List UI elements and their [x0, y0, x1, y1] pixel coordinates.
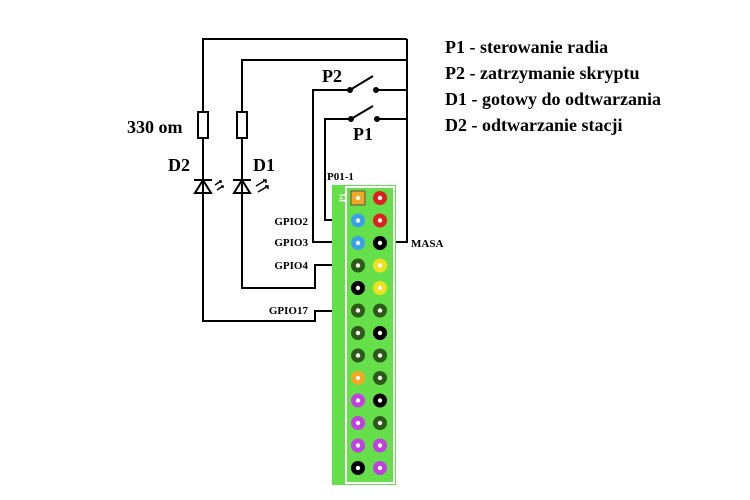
legend-item-p1: P1 - sterowanie radia [445, 37, 608, 57]
header-pin-hole [355, 285, 361, 291]
header-pins [350, 190, 387, 475]
masa-label: MASA [411, 238, 443, 250]
header-pin-hole [355, 420, 361, 426]
header-pin-hole [377, 375, 383, 381]
header-pin-hole [355, 195, 361, 201]
switch-p2-icon [347, 75, 379, 93]
switch-p2-label: P2 [322, 66, 342, 86]
header-pin-hole [355, 375, 361, 381]
gpio2-label: GPIO2 [274, 216, 308, 228]
wire-d2-top [202, 38, 407, 112]
legend-item-d2: D2 - odtwarzanie stacji [445, 115, 622, 135]
resistor-d1 [236, 111, 248, 139]
header-pin-hole [355, 263, 361, 268]
header-pin-hole [377, 285, 383, 291]
gpio-header-border [345, 186, 395, 484]
legend-item-p2: P2 - zatrzymanie skryptu [445, 63, 639, 83]
header-pin-hole [377, 443, 383, 448]
resistor-d2 [197, 111, 209, 139]
gpio17-label: GPIO17 [269, 305, 309, 317]
header-pin-hole [377, 218, 383, 223]
gpio3-label: GPIO3 [274, 237, 308, 249]
header-pin-hole [355, 330, 361, 336]
legend-item-d1: D1 - gotowy do odtwarzania [445, 89, 661, 109]
wire-d2-gpio17 [202, 195, 352, 322]
header-pin-hole [377, 195, 383, 201]
header-pin-hole [355, 308, 361, 313]
resistor-label: 330 om [127, 117, 183, 137]
led-d1-label: D1 [253, 155, 275, 175]
header-pin-hole [377, 465, 383, 471]
switch-p1-icon [348, 105, 380, 122]
led-d1-icon [232, 178, 269, 195]
header-pin-hole [355, 443, 361, 448]
switch-p1-label: P1 [353, 124, 373, 144]
led-d2-label: D2 [168, 155, 190, 175]
header-pin-hole [355, 398, 361, 403]
header-pin-hole [377, 308, 383, 313]
gpio4-label: GPIO4 [274, 260, 308, 272]
wire-d1-gpio4 [241, 195, 352, 289]
legend: P1 - sterowanie radia P2 - zatrzymanie s… [445, 37, 661, 135]
header-pin-hole [355, 465, 361, 471]
header-pin-hole [355, 240, 361, 246]
header-pin-hole [377, 398, 383, 403]
header-pin-hole [377, 240, 383, 246]
pin1-marker: P1 [338, 193, 347, 202]
led-d2-icon [193, 178, 224, 195]
header-pin-hole [377, 420, 383, 426]
header-pin-hole [377, 263, 383, 268]
header-name: P01-1 [327, 171, 354, 183]
header-pin-hole [377, 330, 383, 336]
header-pin-hole [377, 353, 383, 358]
wire-d1-top [241, 59, 407, 112]
header-pin-hole [355, 218, 361, 223]
header-pin-hole [355, 353, 361, 358]
